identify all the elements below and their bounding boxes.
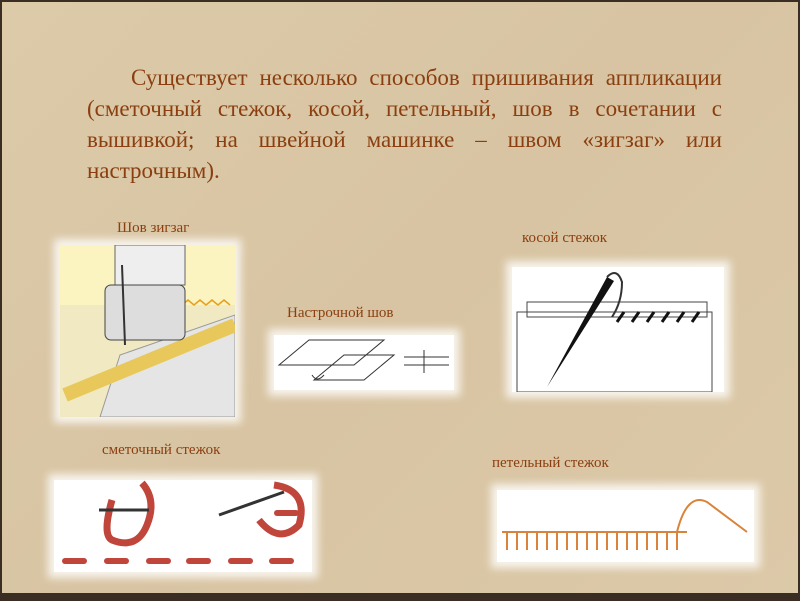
zigzag-image — [60, 245, 235, 417]
slant-stitch-image — [512, 267, 724, 392]
basting-stitch-image — [54, 480, 312, 572]
topstitch-image — [274, 335, 454, 390]
blanket-stitch-image — [497, 490, 754, 562]
label-zigzag: Шов зигзаг — [117, 220, 190, 236]
label-slant-stitch: косой стежок — [522, 230, 607, 246]
intro-paragraph: Существует несколько способов пришивания… — [87, 65, 722, 183]
label-blanket-stitch: петельный стежок — [492, 455, 609, 471]
slide: Существует несколько способов пришивания… — [2, 2, 798, 593]
label-topstitch: Настрочной шов — [287, 305, 394, 321]
label-basting-stitch: сметочный стежок — [102, 442, 221, 458]
